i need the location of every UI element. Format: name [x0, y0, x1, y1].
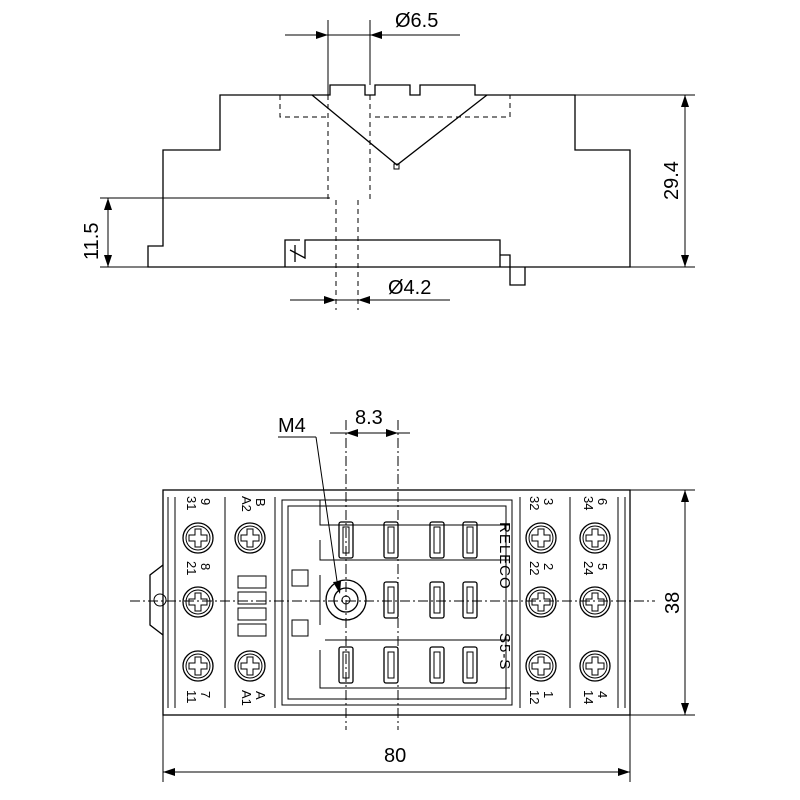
- screw-right-bot-1: [525, 650, 557, 682]
- dim-rail-text: 11.5: [81, 223, 103, 260]
- terminal-label: 7: [198, 691, 213, 698]
- screw-left-top-1: [182, 522, 214, 554]
- screw-left-bot-2: [234, 650, 266, 682]
- terminal-label: 1: [541, 691, 556, 698]
- terminal-label: 24: [581, 561, 596, 575]
- terminal-label: 22: [527, 561, 542, 575]
- front-view: 9 31 B A2 8 21 7 11 A A1 3 32 6 34 2 22 …: [130, 407, 695, 782]
- dim-width-text: 80: [384, 745, 406, 767]
- terminal-label: 31: [184, 496, 199, 510]
- screw-right-bot-2: [579, 650, 611, 682]
- terminal-label: B: [253, 498, 268, 507]
- screw-right-top-1: [525, 522, 557, 554]
- terminal-label: 6: [595, 498, 610, 505]
- terminal-label: 9: [198, 498, 213, 505]
- dim-screw-text: M4: [278, 415, 306, 437]
- brand-text: RELECO: [496, 522, 513, 590]
- terminal-label: 3: [541, 498, 556, 505]
- terminal-label: 4: [595, 691, 610, 698]
- screw-right-mid-2: [579, 586, 611, 618]
- terminal-label: A1: [239, 690, 254, 706]
- dim-pitch-text: 8.3: [355, 407, 383, 429]
- terminal-label: 34: [581, 496, 596, 510]
- model-text: S5-S: [496, 633, 513, 670]
- dim-depth-text: 38: [662, 592, 684, 614]
- side-view: 29.4 11.5 Ø6.5 Ø4.2: [81, 10, 695, 310]
- screw-right-mid-1: [525, 586, 557, 618]
- terminal-label: 12: [527, 690, 542, 704]
- terminal-label: 32: [527, 496, 542, 510]
- screw-left-mid: [182, 586, 214, 618]
- terminal-label: 11: [184, 690, 199, 704]
- side-view-outline: [147, 84, 631, 268]
- terminal-label: 8: [198, 563, 213, 570]
- dim-hole-top-text: Ø6.5: [395, 10, 438, 32]
- terminal-label: 14: [581, 690, 596, 704]
- terminal-label: 5: [595, 563, 610, 570]
- dim-hole-bottom-text: Ø4.2: [388, 277, 431, 299]
- terminal-label: 2: [541, 563, 556, 570]
- screw-right-top-2: [579, 522, 611, 554]
- screw-left-bot-1: [182, 650, 214, 682]
- screw-left-top-2: [234, 522, 266, 554]
- front-view-outline: [162, 489, 631, 716]
- dim-height-text: 29.4: [661, 161, 683, 200]
- terminal-label: A: [253, 691, 268, 700]
- terminal-label: A2: [239, 496, 254, 512]
- terminal-label: 21: [184, 561, 199, 575]
